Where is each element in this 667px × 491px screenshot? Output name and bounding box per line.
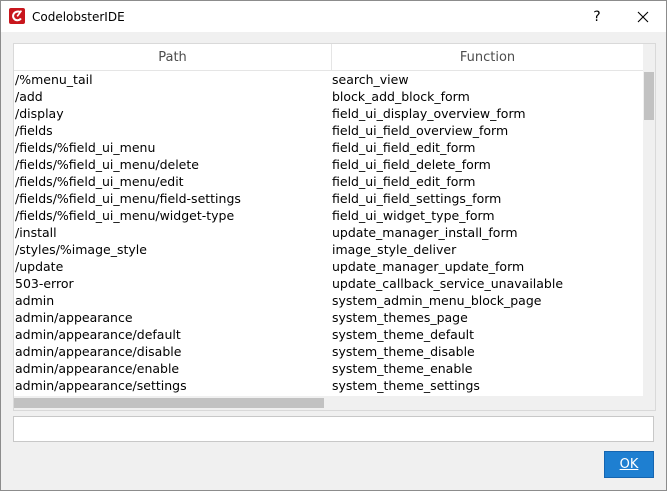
cell-path: admin/appearance/disable <box>15 344 182 359</box>
scrollbar-corner <box>643 396 655 410</box>
cell-path: /fields/%field_ui_menu/edit <box>15 174 184 189</box>
table-row[interactable]: admin/appearance/settings system_theme_se… <box>14 377 643 394</box>
column-header-path[interactable]: Path <box>14 44 332 70</box>
horizontal-scrollbar[interactable] <box>14 396 643 410</box>
cell-function: field_ui_field_overview_form <box>332 123 509 138</box>
cell-path: /display <box>15 106 64 121</box>
table-row[interactable]: admin/appearance/default system_theme_def… <box>14 326 643 343</box>
table-row[interactable]: admin system_admin_menu_block_page <box>14 292 643 309</box>
close-icon <box>637 11 649 22</box>
table-row[interactable]: /fields/%field_ui_menu/edit field_ui_fiel… <box>14 173 643 190</box>
cell-path: admin/appearance/enable <box>15 361 180 376</box>
cell-function: update_callback_service_unavailable <box>332 276 564 291</box>
cell-path: admin/appearance/settings <box>15 378 187 393</box>
cell-function: system_theme_default <box>332 327 475 342</box>
cell-function: image_style_deliver <box>332 242 457 257</box>
table-row[interactable]: /fields field_ui_field_overview_form <box>14 122 643 139</box>
cell-path: /update <box>15 259 64 274</box>
close-button[interactable] <box>620 1 666 32</box>
table-row[interactable]: /display field_ui_display_overview_form <box>14 105 643 122</box>
cell-function: system_admin_menu_block_page <box>332 293 542 308</box>
cell-function: system_theme_disable <box>332 344 475 359</box>
cell-function: field_ui_widget_type_form <box>332 208 495 223</box>
table-row[interactable]: admin/appearance/enable system_theme_enab… <box>14 360 643 377</box>
cell-function: update_manager_update_form <box>332 259 525 274</box>
cell-path: /%menu_tail <box>15 72 93 87</box>
table-row[interactable]: /styles/%image_style image_style_deliver <box>14 241 643 258</box>
table-body: /%menu_tail search_view/add block_add_bloc… <box>14 71 643 394</box>
cell-function: search_view <box>332 72 409 87</box>
cell-path: /fields <box>15 123 53 138</box>
cell-function: field_ui_field_settings_form <box>332 191 502 206</box>
cell-function: field_ui_field_edit_form <box>332 140 476 155</box>
cell-path: /add <box>15 89 43 104</box>
title-bar: CodelobsterIDE ? <box>1 1 666 32</box>
vertical-scroll-thumb[interactable] <box>644 72 654 120</box>
ok-button-label: OK <box>619 457 639 472</box>
table-row[interactable]: /fields/%field_ui_menu/delete field_ui_fi… <box>14 156 643 173</box>
cell-function: field_ui_field_edit_form <box>332 174 476 189</box>
ok-button[interactable]: OK <box>604 451 654 478</box>
table-row[interactable]: /fields/%field_ui_menu/field-settings fie… <box>14 190 643 207</box>
cell-path: /install <box>15 225 57 240</box>
cell-function: system_theme_enable <box>332 361 473 376</box>
functions-table[interactable]: Path Function /%menu_tail search_view/add… <box>13 43 656 411</box>
table-row[interactable]: /add block_add_block_form <box>14 88 643 105</box>
cell-path: /fields/%field_ui_menu/delete <box>15 157 199 172</box>
table-row[interactable]: 503-error update_callback_service_unavail… <box>14 275 643 292</box>
table-row[interactable]: /update update_manager_update_form <box>14 258 643 275</box>
help-button[interactable]: ? <box>593 8 601 25</box>
filter-input[interactable] <box>13 416 654 442</box>
cell-function: system_theme_settings <box>332 378 480 393</box>
cell-path: /styles/%image_style <box>15 242 147 257</box>
cell-function: field_ui_field_delete_form <box>332 157 491 172</box>
cell-function: block_add_block_form <box>332 89 470 104</box>
cell-path: /fields/%field_ui_menu/widget-type <box>15 208 235 223</box>
codelobster-logo-icon <box>9 8 25 24</box>
table-row[interactable]: /fields/%field_ui_menu field_ui_field_edi… <box>14 139 643 156</box>
table-row[interactable]: /%menu_tail search_view <box>14 71 643 88</box>
table-row[interactable]: /install update_manager_install_form <box>14 224 643 241</box>
table-row[interactable]: admin/appearance system_themes_page <box>14 309 643 326</box>
vertical-scrollbar[interactable] <box>643 44 655 396</box>
column-header-function[interactable]: Function <box>459 49 516 65</box>
cell-function: field_ui_display_overview_form <box>332 106 526 121</box>
cell-path: /fields/%field_ui_menu <box>15 140 156 155</box>
cell-path: admin/appearance <box>15 310 133 325</box>
table-row[interactable]: admin/appearance/disable system_theme_dis… <box>14 343 643 360</box>
window-title: CodelobsterIDE <box>32 10 125 24</box>
cell-path: 503-error <box>15 276 74 291</box>
cell-path: /fields/%field_ui_menu/field-settings <box>15 191 241 206</box>
cell-path: admin/appearance/default <box>15 327 181 342</box>
cell-function: system_themes_page <box>332 310 468 325</box>
cell-function: update_manager_install_form <box>332 225 518 240</box>
table-header: Path Function <box>14 44 643 71</box>
table-row[interactable]: /fields/%field_ui_menu/widget-type field_… <box>14 207 643 224</box>
cell-path: admin <box>15 293 55 308</box>
horizontal-scroll-thumb[interactable] <box>14 398 324 408</box>
